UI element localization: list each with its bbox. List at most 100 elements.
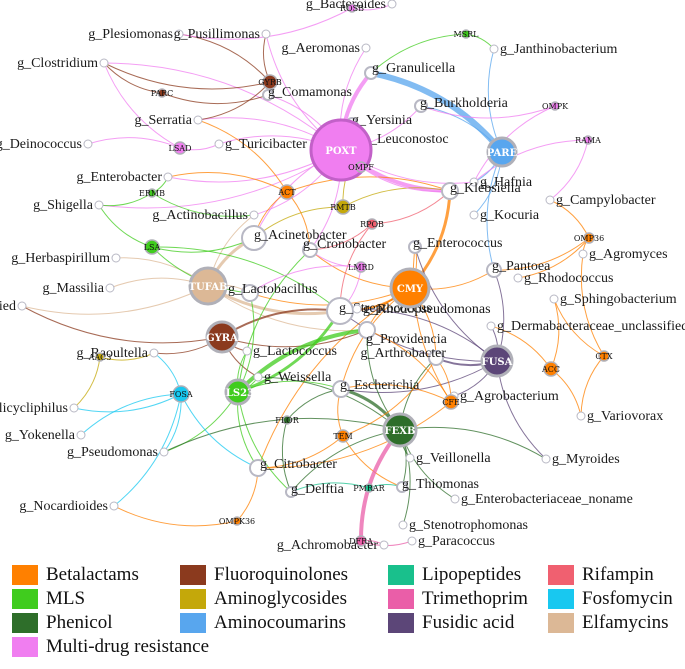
gene-node-parc [157, 88, 167, 98]
taxon-label-escherichia: g_Escherichia [340, 378, 420, 393]
taxon-node-yokenella [76, 430, 86, 440]
gene-label-cfe: CFE [442, 398, 460, 407]
edge-omp36-rhodococcus [517, 237, 590, 279]
legend-swatch [388, 565, 414, 585]
legend-item-betalactams: Betalactams [12, 564, 139, 586]
legend-item-mdr: Multi-drug resistance [12, 636, 209, 658]
taxon-label-raoultella: g_Raoultella [76, 346, 148, 361]
legend-label: Betalactams [46, 564, 139, 585]
edge-ompk-burkholderia [420, 105, 556, 119]
legend-label: Aminoglycosides [214, 588, 347, 609]
legend-swatch [548, 589, 574, 609]
edge-pmrar-delftia [290, 482, 370, 493]
gene-label-dfra: DFRA [349, 537, 373, 546]
taxon-label-granulicella: g_Granulicella [372, 61, 456, 76]
gene-label-rama: RAMA [575, 136, 601, 145]
legend-item-lipopeptides: Lipopeptides [388, 564, 521, 586]
taxon-node-arthrobacter [428, 350, 444, 366]
taxon-label-massilia: g_Massilia [43, 281, 105, 296]
gene-label-act: ACT [277, 188, 296, 197]
edge-rmtb-klebsiella [342, 187, 451, 208]
taxon-node-plesiomonas [174, 29, 184, 39]
edge-fosa-nocardioides [113, 393, 182, 507]
taxon-node-hafnia [469, 177, 479, 187]
taxon-node-alicycliphilus [69, 403, 79, 413]
taxon-node-burkholderia [414, 99, 428, 113]
taxon-node-agromyces [578, 249, 588, 259]
taxon-node-pusillimonas [261, 29, 271, 39]
taxon-node-massilia [105, 283, 115, 293]
gene-label-ctx: CTX [595, 352, 612, 361]
gene-node-dfra [355, 535, 367, 547]
edge-cfe-providencia [366, 329, 452, 403]
taxon-node-klebsiella [441, 182, 459, 200]
edge-poxt-shigella [98, 149, 342, 209]
taxon-node-propioni [17, 301, 27, 311]
edge-rama-hafnia [473, 139, 589, 183]
gene-label-rmtb: RMTB [330, 203, 356, 212]
gene-label-rpob: RPOB [360, 220, 384, 229]
gene-node-ompk [550, 101, 560, 111]
gene-node-acc [543, 361, 559, 377]
legend-item-fosfomycin: Fosfomycin [548, 588, 673, 610]
gene-label-rosb: ROSB [340, 4, 364, 13]
edge-cmy-citrobacter [257, 287, 411, 469]
taxon-node-myroides [541, 454, 551, 464]
gene-label-pare: PARE [487, 148, 518, 159]
taxon-label-klebsiella: g_Klebsiella [450, 181, 522, 196]
edge-acc-sphingobacterium [550, 298, 560, 370]
legend-swatch [12, 565, 38, 585]
edge-ompk-hafnia [473, 105, 556, 183]
edge-fosa-yokenella [80, 393, 182, 436]
gene-node-rama [583, 135, 593, 145]
gene-label-lmrd: LMRD [348, 263, 374, 272]
legend-swatch [12, 589, 38, 609]
legend-swatch [388, 613, 414, 633]
taxon-node-enterobacter [163, 172, 173, 182]
gene-node-omp36 [583, 232, 595, 244]
edge-fusa-enterococcus [414, 246, 498, 362]
taxon-label-herbaspirillum: g_Herbaspirillum [11, 251, 110, 266]
taxon-label-enterococcus: g_Enterococcus [413, 236, 502, 251]
legend-swatch [180, 565, 206, 585]
gene-node-tem [336, 429, 350, 443]
gene-node-gyrb [262, 74, 278, 90]
edge-lsad-clostridium [103, 62, 181, 149]
taxon-node-lactococcus [242, 346, 252, 356]
edge-tem-thiomonas [342, 435, 403, 488]
edge-act-enterobacter [167, 171, 288, 193]
legend-label: Elfamycins [582, 612, 669, 633]
taxon-node-escherichia [332, 380, 350, 398]
edge-gyrb-serratia [197, 81, 271, 121]
gene-label-fusa: FUSA [482, 357, 513, 368]
legend-swatch [548, 613, 574, 633]
legend-label: Multi-drug resistance [46, 636, 210, 657]
gene-node-rosb [347, 3, 357, 13]
taxon-node-nocardioides [109, 501, 119, 511]
gene-node-aac3 [95, 352, 105, 362]
taxon-label-lactobacillus: g_Lactobacillus [228, 282, 317, 297]
edge-mls23s-cronobacter [237, 249, 311, 393]
edge-ctx-sphingobacterium [553, 298, 605, 357]
edge-ctx-agromyces [580, 253, 605, 357]
gene-label-pmrar: PMRAR [353, 484, 385, 493]
taxon-label-pseudomonas: g_Pseudomonas [67, 445, 158, 460]
edge-parc-comamonas [161, 92, 269, 105]
taxon-node-granulicella [364, 66, 378, 80]
gene-label-flor: FLOR [275, 416, 299, 425]
legend-item-elfamycins: Elfamycins [548, 612, 669, 634]
taxon-label-bacteroides: g_Bacteroides [306, 0, 386, 12]
edge-pare-granulicella [370, 70, 505, 154]
legend-label: Fosfomycin [582, 588, 673, 609]
taxon-label-veillonella: g_Veillonella [416, 451, 491, 466]
edge-omp36-pantoea [493, 237, 590, 271]
taxon-label-pusillimonas: g_Pusillimonas [174, 27, 260, 42]
gene-label-parc: PARC [151, 89, 174, 98]
edge-fexb-myroides [399, 426, 547, 460]
gene-label-msrl: MSRL [453, 30, 479, 39]
legend-item-trimethoprim: Trimethoprim [388, 588, 528, 610]
legend-item-rifampin: Rifampin [548, 564, 654, 586]
edge-ermb-shigella [98, 192, 153, 207]
taxon-label-hafnia: g_Hafnia [480, 175, 533, 190]
taxon-node-herbaspirillum [111, 253, 121, 263]
